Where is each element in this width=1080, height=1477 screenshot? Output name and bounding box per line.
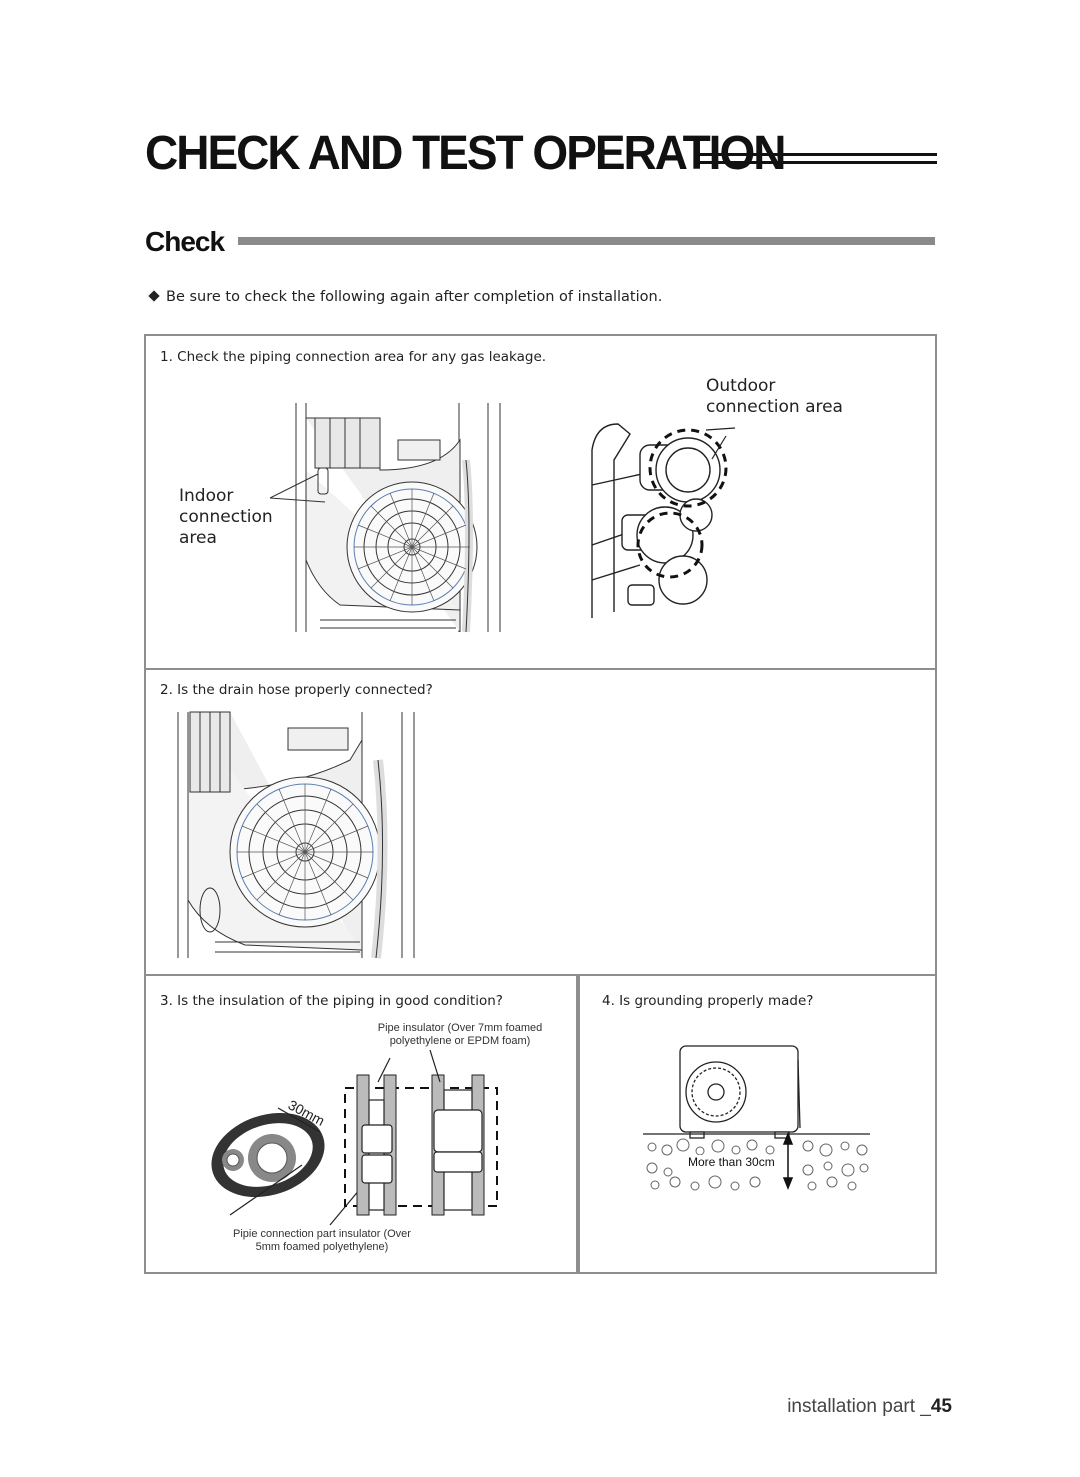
check-box-2: [144, 666, 937, 976]
item-2-label: 2. Is the drain hose properly connected?: [160, 682, 433, 698]
item-1-label: 1. Check the piping connection area for …: [160, 349, 547, 365]
pipe-insulator-line-1: Pipe insulator (Over 7mm foamed: [377, 1022, 543, 1034]
item-4-label: 4. Is grounding properly made?: [602, 993, 814, 1009]
check-box-4: [576, 974, 937, 1274]
indoor-connection-label: Indoor connection area: [179, 486, 273, 549]
indoor-label-line-1: Indoor: [179, 486, 234, 506]
page-footer: installation part _45: [787, 1396, 952, 1418]
intro-label: Be sure to check the following again aft…: [166, 289, 663, 305]
title-rule-bottom: [695, 161, 937, 164]
title-rule-top: [695, 153, 937, 156]
connection-insulator-line-1: Pipie connection part insulator (Over: [233, 1228, 411, 1240]
indoor-label-line-3: area: [179, 528, 217, 548]
page-number: 45: [930, 1396, 952, 1417]
outdoor-connection-label: Outdoor connection area: [706, 376, 843, 418]
check-box-3: [144, 974, 580, 1274]
section-rule: [238, 237, 935, 245]
check-box-1: [144, 334, 937, 670]
pipe-insulator-note: Pipe insulator (Over 7mm foamed polyethy…: [340, 1022, 580, 1048]
section-title: Check: [145, 226, 225, 257]
ground-distance-label: More than 30cm: [686, 1155, 777, 1169]
footer-label: installation part _: [787, 1396, 931, 1417]
outdoor-label-line-1: Outdoor: [706, 376, 776, 396]
connection-insulator-note: Pipie connection part insulator (Over 5m…: [192, 1228, 452, 1254]
indoor-label-line-2: connection: [179, 507, 273, 527]
item-3-label: 3. Is the insulation of the piping in go…: [160, 993, 503, 1009]
page-title: CHECK AND TEST OPERATION: [145, 124, 786, 180]
intro-text: Be sure to check the following again aft…: [147, 289, 662, 305]
pipe-insulator-line-2: polyethylene or EPDM foam): [389, 1035, 531, 1047]
connection-insulator-line-2: 5mm foamed polyethylene): [255, 1241, 389, 1253]
outdoor-label-line-2: connection area: [706, 397, 843, 417]
